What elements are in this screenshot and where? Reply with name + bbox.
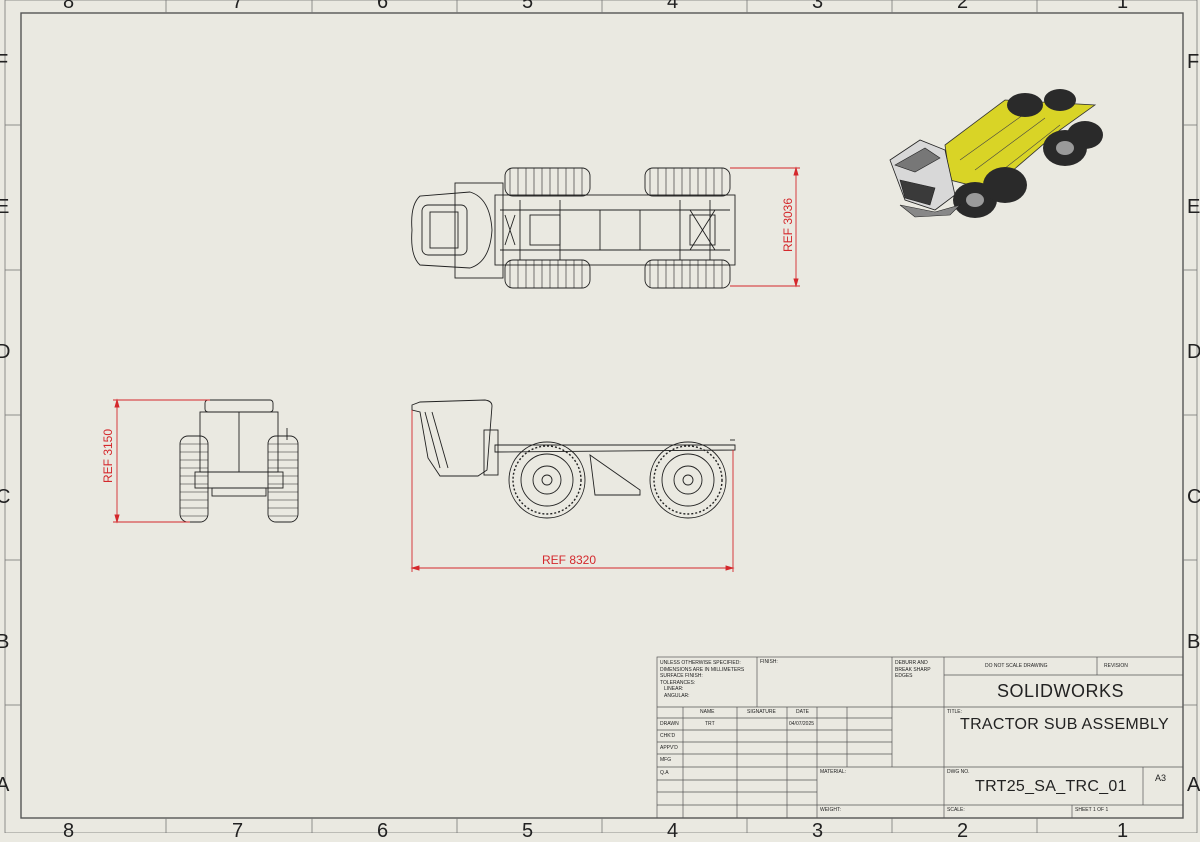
- title-label: TITLE:: [947, 709, 963, 715]
- zone-col-7-top: 7: [232, 0, 244, 13]
- top-view: [411, 167, 736, 289]
- isometric-view: [889, 89, 1103, 218]
- zone-col-6-top: 6: [377, 0, 389, 13]
- zone-col-1-bottom: 1: [1117, 820, 1129, 842]
- drawn-date[interactable]: 04/07/2025: [789, 721, 815, 727]
- title-block-frame: [656, 656, 1184, 819]
- drawing-title[interactable]: TRACTOR SUB ASSEMBLY: [960, 716, 1170, 733]
- zone-col-3-bottom: 3: [812, 820, 824, 842]
- scale-label: SCALE:: [947, 807, 965, 813]
- sheet-size: A3: [1155, 773, 1167, 783]
- zone-row-b-right: B: [1187, 631, 1200, 653]
- general-notes: UNLESS OTHERWISE SPECIFIED: DIMENSIONS A…: [660, 660, 744, 699]
- zone-col-5-top: 5: [522, 0, 534, 13]
- zone-row-f-left: F: [0, 51, 9, 73]
- revision-label: REVISION: [1104, 663, 1128, 669]
- note-line: ANGULAR:: [664, 692, 690, 699]
- row-mfg: MFG: [660, 757, 672, 763]
- zone-row-f-right: F: [1187, 51, 1200, 73]
- deburr-line: EDGES: [895, 673, 913, 679]
- company-name: SOLIDWORKS: [997, 681, 1125, 701]
- zone-col-2-top: 2: [957, 0, 969, 13]
- zone-row-e-right: E: [1187, 196, 1200, 218]
- front-view: [179, 399, 299, 523]
- drawn-name[interactable]: TRT: [705, 721, 715, 727]
- note-line: TOLERANCES:: [660, 679, 696, 686]
- zone-col-4-bottom: 4: [667, 820, 679, 842]
- zone-row-e-left: E: [0, 196, 10, 218]
- zone-row-c-left: C: [0, 486, 11, 508]
- deburr-note: DEBURR AND BREAK SHARP EDGES: [895, 660, 931, 680]
- zone-col-8-bottom: 8: [63, 820, 75, 842]
- dim-side-length[interactable]: REF 8320: [542, 553, 597, 567]
- row-qa: Q.A: [660, 770, 669, 776]
- zone-row-c-right: C: [1187, 486, 1200, 508]
- zone-col-2-bottom: 2: [957, 820, 969, 842]
- zone-col-6-bottom: 6: [377, 820, 389, 842]
- dwg-no-label: DWG NO.: [947, 769, 970, 775]
- row-approved: APPV'D: [660, 745, 678, 751]
- col-header-date: DATE: [796, 709, 809, 715]
- zone-row-b-left: B: [0, 631, 10, 653]
- zone-col-3-top: 3: [812, 0, 824, 13]
- col-header-signature: SIGNATURE: [747, 709, 776, 715]
- zone-col-5-bottom: 5: [522, 820, 534, 842]
- note-line: DIMENSIONS ARE IN MILLIMETERS: [660, 666, 745, 673]
- zone-col-1-top: 1: [1117, 0, 1129, 13]
- side-view: [411, 399, 736, 519]
- deburr-line: BREAK SHARP: [895, 666, 931, 673]
- zone-row-d-left: D: [0, 341, 11, 363]
- note-line: SURFACE FINISH:: [660, 673, 703, 679]
- row-drawn: DRAWN: [660, 721, 679, 727]
- drawing-number[interactable]: TRT25_SA_TRC_01: [975, 778, 1127, 795]
- zone-col-4-top: 4: [667, 0, 679, 13]
- row-checked: CHK'D: [660, 733, 676, 739]
- zone-row-d-right: D: [1187, 341, 1200, 363]
- dim-front-height[interactable]: REF 3150: [101, 428, 115, 483]
- zone-col-7-bottom: 7: [232, 820, 244, 842]
- zone-col-8-top: 8: [63, 0, 75, 13]
- zone-row-a-right: A: [1187, 774, 1200, 796]
- finish-label: FINISH:: [760, 659, 778, 665]
- deburr-line: DEBURR AND: [895, 660, 928, 666]
- material-label: MATERIAL:: [820, 769, 847, 775]
- do-not-scale-label: DO NOT SCALE DRAWING: [985, 663, 1048, 669]
- note-line: LINEAR:: [664, 686, 684, 692]
- dim-top-width[interactable]: REF 3036: [781, 197, 795, 252]
- sheet-number: SHEET 1 OF 1: [1075, 807, 1109, 813]
- weight-label: WEIGHT:: [820, 807, 841, 813]
- note-line: UNLESS OTHERWISE SPECIFIED:: [660, 660, 741, 666]
- zone-row-a-left: A: [0, 774, 10, 796]
- col-header-name: NAME: [700, 709, 715, 715]
